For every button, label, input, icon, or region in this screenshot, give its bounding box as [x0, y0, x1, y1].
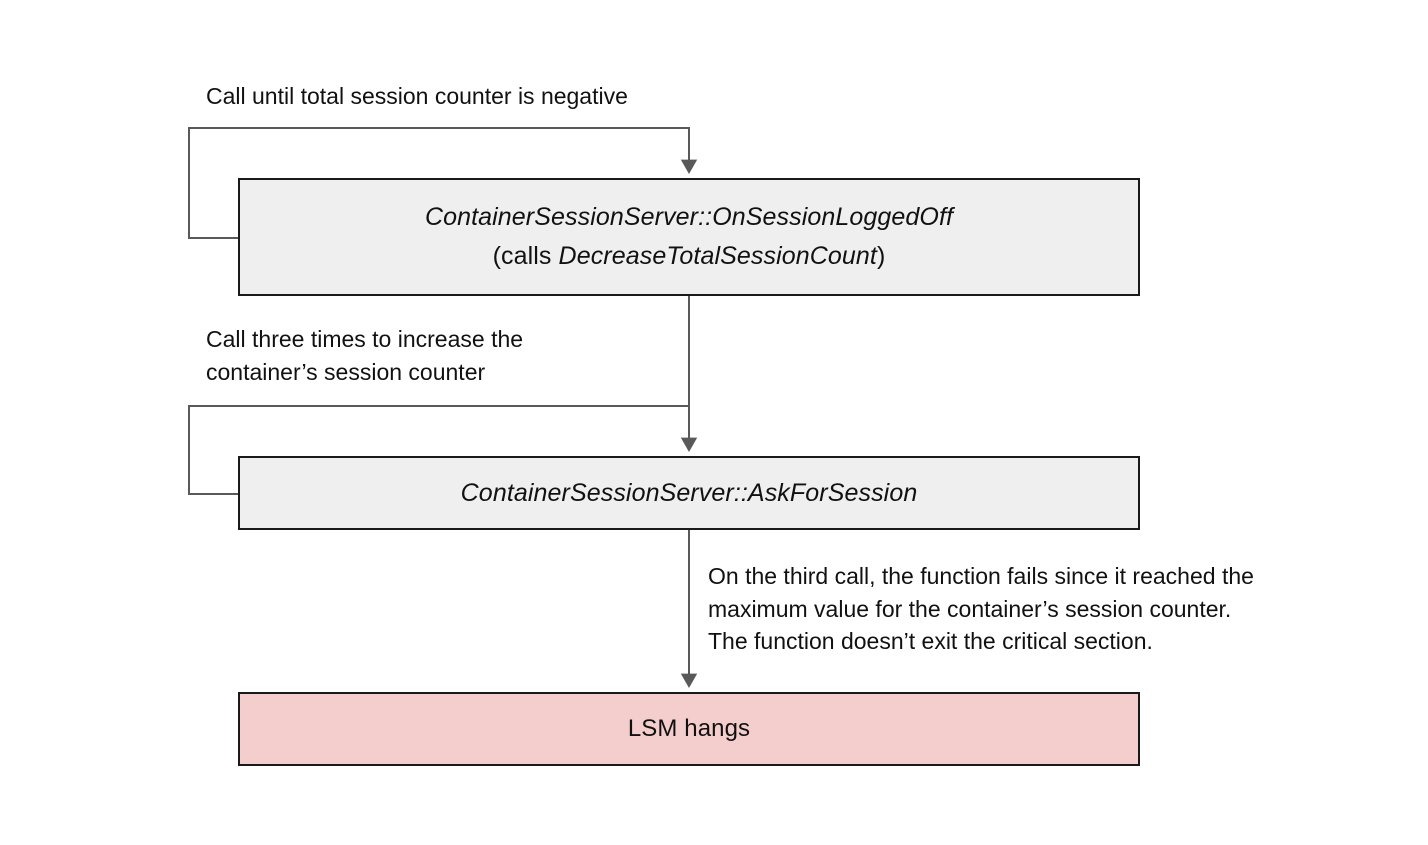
- annotation-third-call-fails: On the third call, the function fails si…: [708, 563, 1254, 655]
- node-on-session-logged-off[interactable]: ContainerSessionServer::OnSessionLoggedO…: [238, 178, 1140, 296]
- calls-suffix: ): [876, 242, 886, 270]
- calls-prefix: (calls: [492, 242, 559, 270]
- node-on-session-logged-off-line-1: ContainerSessionServer::OnSessionLoggedO…: [424, 203, 954, 231]
- annotation-call-three-times: Call three times to increase the contain…: [206, 326, 524, 385]
- node-ask-for-session[interactable]: ContainerSessionServer::AskForSession: [238, 456, 1140, 530]
- node-ask-for-session-label: ContainerSessionServer::AskForSession: [460, 478, 918, 507]
- annotation-call-until-negative: Call until total session counter is nega…: [206, 83, 628, 109]
- node-lsm-hangs[interactable]: LSM hangs: [238, 692, 1140, 766]
- node-lsm-hangs-label: LSM hangs: [627, 715, 751, 743]
- node-on-session-logged-off-line-2: (calls DecreaseTotalSessionCount): [240, 240, 1138, 273]
- calls-emphasis: DecreaseTotalSessionCount: [558, 242, 877, 270]
